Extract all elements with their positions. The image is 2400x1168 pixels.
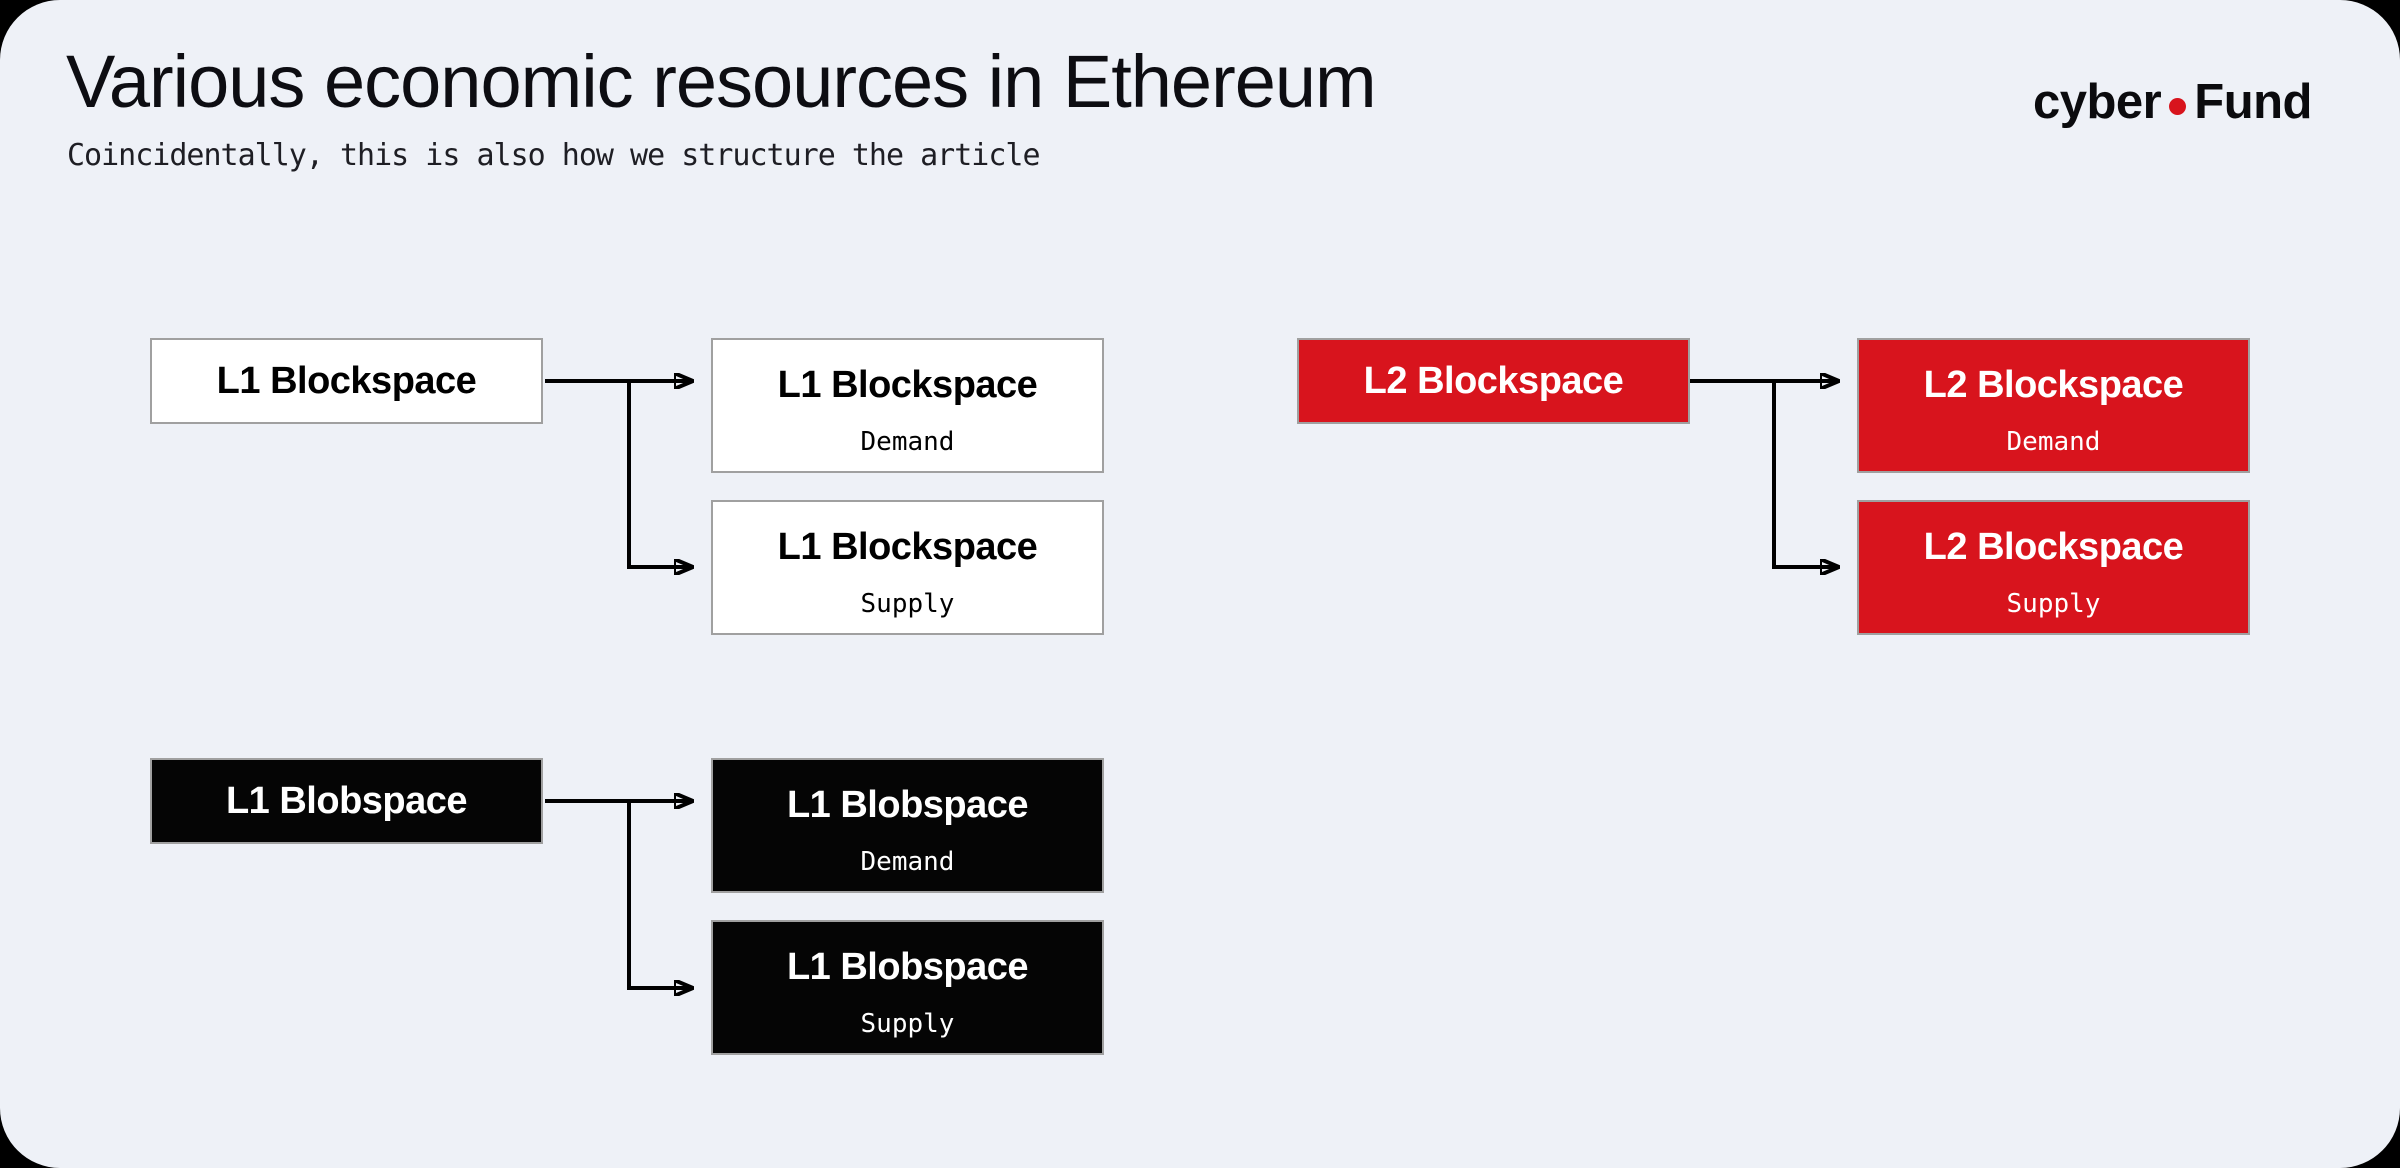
node-l1-blobspace-supply: L1 Blobspace Supply — [711, 920, 1104, 1055]
node-sublabel: Demand — [860, 427, 955, 457]
node-label: L1 Blockspace — [777, 364, 1038, 406]
node-label: L1 Blockspace — [216, 360, 477, 402]
node-l2-blockspace-demand: L2 Blockspace Demand — [1857, 338, 2250, 473]
node-l2-blockspace: L2 Blockspace — [1297, 338, 1690, 424]
node-sublabel: Supply — [860, 1009, 955, 1039]
arrow-l2blockspace-supply — [1772, 381, 1838, 567]
node-label: L2 Blockspace — [1923, 526, 2184, 568]
node-l1-blockspace: L1 Blockspace — [150, 338, 543, 424]
logo-suffix: Fund — [2194, 75, 2312, 129]
node-label: L1 Blobspace — [786, 946, 1029, 988]
node-sublabel: Demand — [2006, 427, 2101, 457]
logo-prefix: cyber — [2033, 75, 2162, 129]
node-label: L1 Blobspace — [225, 780, 468, 822]
node-label: L1 Blobspace — [786, 784, 1029, 826]
node-sublabel: Demand — [860, 847, 955, 877]
node-label: L2 Blockspace — [1363, 360, 1624, 402]
node-sublabel: Supply — [860, 589, 955, 619]
node-l2-blockspace-supply: L2 Blockspace Supply — [1857, 500, 2250, 635]
arrow-l1blobspace-supply — [627, 801, 692, 988]
page-title: Various economic resources in Ethereum — [66, 40, 1377, 123]
node-l1-blockspace-demand: L1 Blockspace Demand — [711, 338, 1104, 473]
node-l1-blockspace-supply: L1 Blockspace Supply — [711, 500, 1104, 635]
node-l1-blobspace-demand: L1 Blobspace Demand — [711, 758, 1104, 893]
page-subtitle: Coincidentally, this is also how we stru… — [67, 138, 1041, 173]
node-sublabel: Supply — [2006, 589, 2101, 619]
node-label: L2 Blockspace — [1923, 364, 2184, 406]
node-label: L1 Blockspace — [777, 526, 1038, 568]
node-l1-blobspace: L1 Blobspace — [150, 758, 543, 844]
cyberfund-logo: cyber Fund — [2033, 76, 2312, 128]
arrow-l1blockspace-supply — [627, 381, 692, 567]
logo-red-dot-icon — [2169, 98, 2187, 115]
